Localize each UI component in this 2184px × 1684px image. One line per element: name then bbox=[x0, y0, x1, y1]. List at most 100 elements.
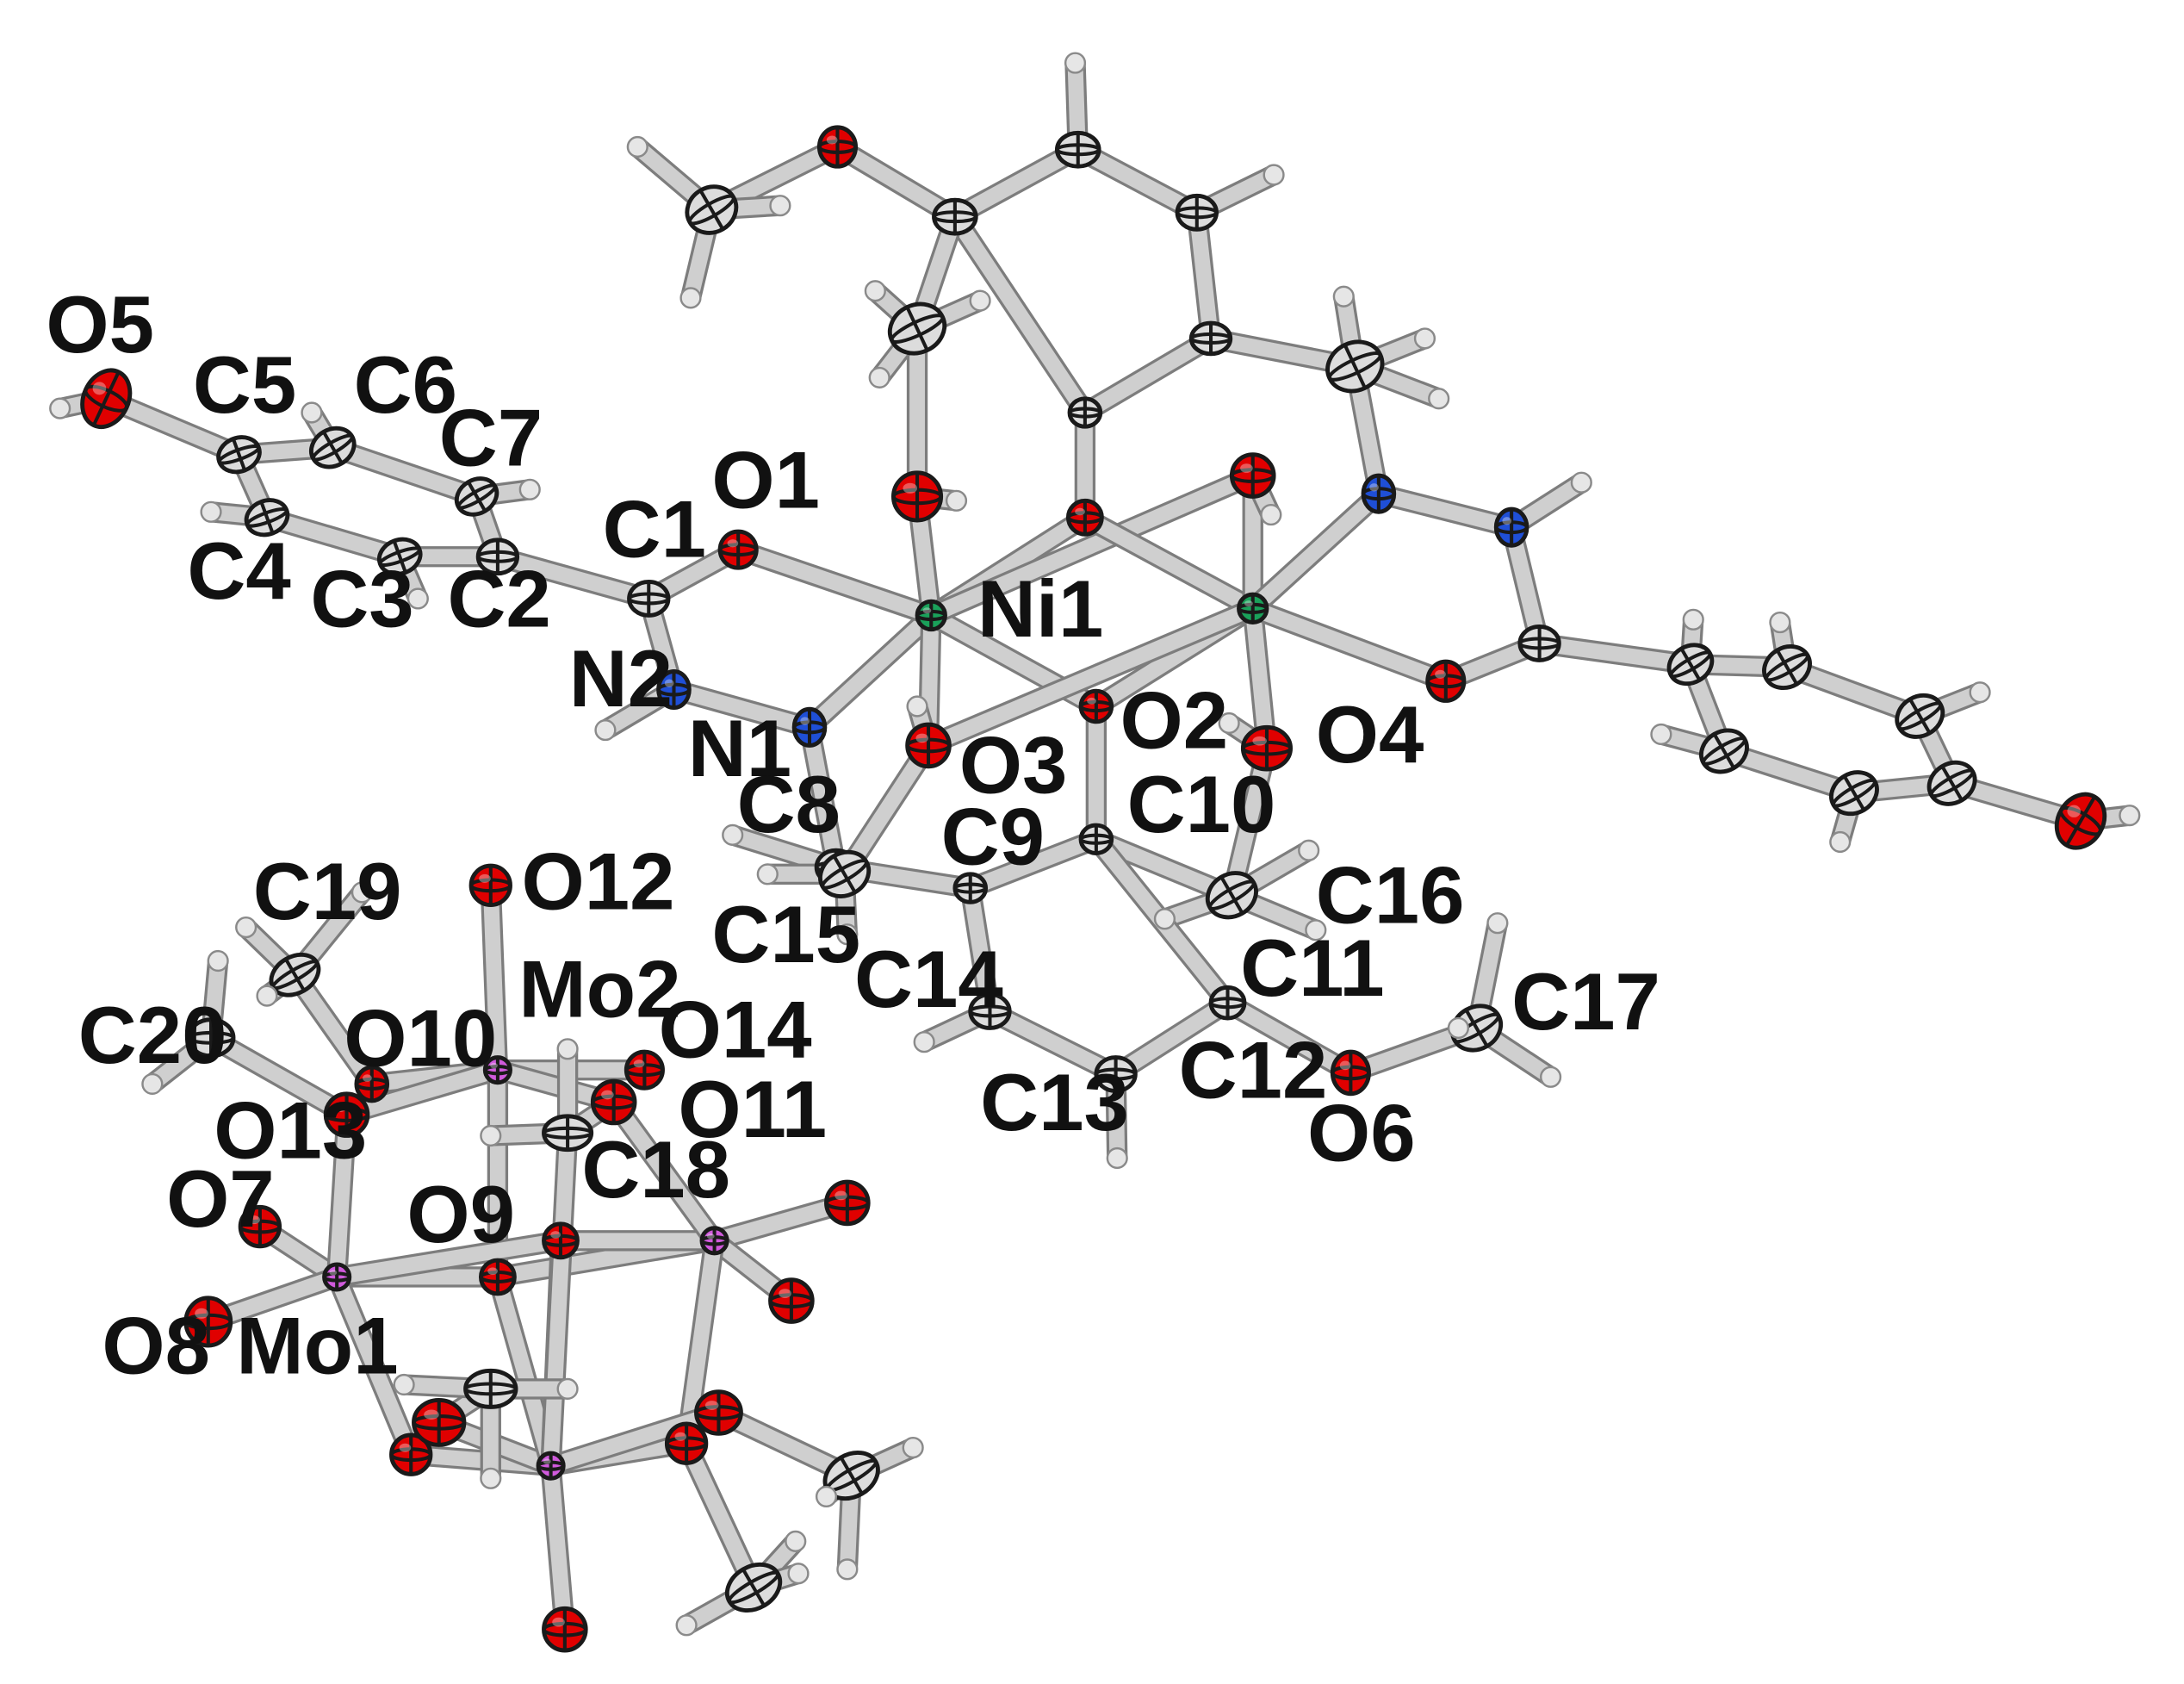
bond-ni2-o0 bbox=[1074, 506, 1263, 619]
bond-c2-c1 bbox=[487, 546, 660, 610]
atom-h4 bbox=[200, 500, 222, 523]
atom-hb6 bbox=[815, 1485, 838, 1508]
atom-ob2 bbox=[412, 1397, 467, 1447]
atom-o7 bbox=[238, 1204, 282, 1249]
atom-h16a bbox=[1298, 839, 1320, 861]
atom-hb8 bbox=[785, 1530, 807, 1552]
bond-cu1-cu5 bbox=[1074, 327, 1222, 424]
atom-n3 bbox=[1361, 473, 1397, 514]
atom-h4b bbox=[1218, 712, 1240, 735]
atom-c10 bbox=[1078, 823, 1114, 855]
bond-mo1-o13 bbox=[326, 1103, 357, 1288]
atom-h20a bbox=[207, 949, 229, 972]
atom-h20b bbox=[141, 1072, 164, 1095]
label-c12: C12 bbox=[1179, 1025, 1328, 1115]
bond-c4-c3 bbox=[256, 506, 411, 568]
bond-o10-c19 bbox=[284, 964, 382, 1095]
atom-c16 bbox=[1205, 871, 1258, 920]
atom-ni2 bbox=[1237, 592, 1269, 625]
label-c20: C20 bbox=[78, 990, 227, 1080]
atom-ob4 bbox=[694, 1389, 743, 1436]
atom-c7 bbox=[454, 476, 499, 517]
bond-c10-c16 bbox=[1085, 829, 1243, 906]
atom-h17a bbox=[1486, 912, 1509, 935]
atom-mo4 bbox=[536, 1451, 566, 1481]
bond-mo1-ob1 bbox=[326, 1266, 422, 1465]
atom-c5 bbox=[216, 435, 262, 475]
atom-c18 bbox=[542, 1114, 594, 1153]
atom-o14 bbox=[624, 1049, 665, 1091]
label-o9: O9 bbox=[406, 1169, 515, 1259]
atom-o0 bbox=[1065, 498, 1104, 537]
bond-n3-n4 bbox=[1368, 483, 1523, 538]
label-c16: C16 bbox=[1316, 850, 1465, 941]
atom-h3a bbox=[945, 489, 968, 512]
atom-o12 bbox=[468, 863, 512, 908]
label-c1: C1 bbox=[603, 483, 706, 574]
atom-c15 bbox=[818, 849, 872, 898]
atom-cu1 bbox=[1067, 396, 1103, 429]
label-o14: O14 bbox=[659, 985, 812, 1075]
label-c19: C19 bbox=[253, 846, 402, 936]
label-c5: C5 bbox=[193, 339, 296, 430]
atom-c14 bbox=[968, 992, 1012, 1030]
bond-mo4-ob4 bbox=[540, 1401, 729, 1476]
label-o12: O12 bbox=[522, 836, 675, 926]
atom-c9 bbox=[952, 872, 989, 904]
atom-h19c bbox=[256, 985, 278, 1007]
atom-h15b bbox=[836, 923, 859, 946]
atom-c11 bbox=[1208, 985, 1247, 1021]
atom-hn4 bbox=[1570, 471, 1592, 494]
atom-hm3 bbox=[769, 195, 791, 217]
bond-n1-ni1 bbox=[798, 605, 942, 738]
label-c15: C15 bbox=[711, 889, 860, 979]
atom-h16b bbox=[1305, 919, 1327, 941]
label-c8: C8 bbox=[737, 759, 841, 849]
label-mo2: Mo2 bbox=[518, 943, 680, 1034]
bond-o1-ni1 bbox=[728, 538, 942, 626]
bond-ni1-o4a bbox=[921, 464, 1263, 626]
atom-o9 bbox=[478, 1258, 517, 1296]
atom-ob1 bbox=[389, 1432, 433, 1476]
bond-c9-c14 bbox=[959, 877, 1001, 1022]
label-n2: N2 bbox=[569, 633, 673, 724]
label-ni1: Ni1 bbox=[977, 563, 1104, 654]
atom-o3a bbox=[890, 470, 944, 523]
label-c3: C3 bbox=[310, 553, 413, 643]
atom-c1 bbox=[627, 580, 671, 618]
atom-ni1 bbox=[915, 599, 947, 632]
atom-or2 bbox=[768, 1277, 815, 1324]
atom-h13 bbox=[1106, 1146, 1128, 1170]
bond-mo1-o9b bbox=[326, 1230, 572, 1288]
atom-hm1 bbox=[626, 135, 648, 158]
atom-hr1 bbox=[1682, 608, 1704, 631]
label-n1: N1 bbox=[688, 703, 791, 793]
atom-o6 bbox=[1330, 1049, 1371, 1097]
atom-h17c bbox=[1447, 1016, 1470, 1040]
bond-n1-c8 bbox=[798, 717, 847, 878]
label-c6: C6 bbox=[354, 339, 457, 430]
atom-hu3 bbox=[1064, 52, 1087, 74]
bond-ni2-o1r bbox=[1242, 598, 1456, 692]
atom-o4a bbox=[1229, 452, 1276, 499]
atom-mo1 bbox=[322, 1262, 352, 1292]
atom-cr5 bbox=[1829, 770, 1879, 817]
atom-cb2 bbox=[822, 1451, 880, 1501]
atom-c17 bbox=[1450, 1004, 1504, 1053]
atom-cu4 bbox=[1175, 193, 1219, 232]
atom-h4a bbox=[1260, 503, 1282, 526]
bond-cu4-cu5 bbox=[1186, 202, 1222, 350]
atom-hb3 bbox=[480, 1467, 502, 1489]
atom-h17b bbox=[1540, 1066, 1562, 1088]
atom-c2 bbox=[475, 538, 520, 576]
bond-cu2-cu3 bbox=[944, 139, 1089, 227]
atom-cu5 bbox=[1188, 320, 1233, 357]
atom-c13 bbox=[1094, 1055, 1138, 1093]
atom-o5 bbox=[80, 368, 133, 430]
atom-c3 bbox=[376, 537, 423, 576]
atom-o4 bbox=[1240, 724, 1294, 772]
atom-h3b bbox=[906, 695, 928, 718]
label-o13: O13 bbox=[214, 1084, 367, 1175]
label-o1: O1 bbox=[711, 434, 820, 525]
bond-c16-o4 bbox=[1221, 737, 1278, 906]
